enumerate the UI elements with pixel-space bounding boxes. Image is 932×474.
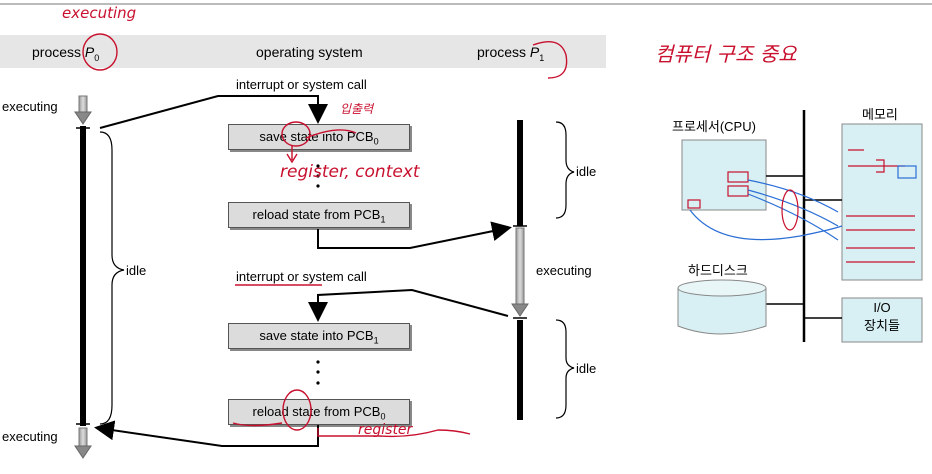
- handwritten-annotations: [82, 33, 568, 438]
- header-process-p1: process P1: [477, 44, 545, 63]
- disk-icon: [677, 279, 767, 335]
- handwritten-top-note: executing: [62, 4, 137, 22]
- handwritten-bottom-note: register: [358, 422, 413, 438]
- header-band: [0, 35, 606, 68]
- handwritten-korean-title: 컴퓨터 구조 중요: [655, 42, 797, 66]
- io-box: [841, 297, 923, 343]
- box-reload-pcb0: reload state from PCB0: [228, 399, 410, 425]
- p1-idle-bottom-label: idle: [576, 361, 597, 376]
- p1-idle-brace-bottom: [555, 319, 575, 419]
- memory-box: [841, 123, 923, 281]
- cpu-box: [681, 139, 767, 211]
- handwritten-register-context: register, context: [280, 162, 420, 182]
- p0-executing-bottom-label: executing: [2, 429, 58, 444]
- p0-executing-top-label: executing: [2, 99, 58, 114]
- box-save-pcb0: save state into PCB0: [228, 124, 410, 150]
- p1-exec-arrow: [511, 227, 529, 317]
- p0-idle-brace: [99, 131, 125, 425]
- flow-interrupt-1: [99, 95, 328, 129]
- cpu-label: 프로세서(CPU): [672, 119, 756, 134]
- flow-interrupt-2: [308, 288, 509, 322]
- ellipsis-dots-1: [316, 164, 320, 188]
- p0-idle-label: idle: [126, 263, 147, 278]
- flow-to-p1: [317, 221, 512, 249]
- ellipsis-dots-2: [316, 360, 320, 385]
- interrupt-label-1: interrupt or system call: [236, 77, 367, 92]
- header-process-p0: process P0: [32, 44, 100, 63]
- box-reload-pcb1: reload state from PCB1: [228, 202, 410, 228]
- handwritten-io-note: 입출력: [340, 102, 374, 116]
- disk-label: 하드디스크: [688, 263, 748, 278]
- box-save-pcb1: save state into PCB1: [228, 323, 410, 349]
- header-operating-system: operating system: [256, 44, 363, 60]
- memory-label: 메모리: [862, 107, 898, 122]
- io-label: I/O 장치들: [864, 300, 900, 333]
- p0-exec-arrow-bottom: [74, 427, 92, 459]
- p1-idle-brace-top: [555, 121, 575, 219]
- flow-to-p0: [94, 420, 319, 447]
- p1-executing-label: executing: [536, 263, 592, 278]
- p0-exec-arrow-top: [74, 95, 92, 125]
- hardware-figure: [677, 110, 923, 343]
- interrupt-label-2: interrupt or system call: [236, 269, 367, 284]
- p1-idle-top-label: idle: [576, 164, 597, 179]
